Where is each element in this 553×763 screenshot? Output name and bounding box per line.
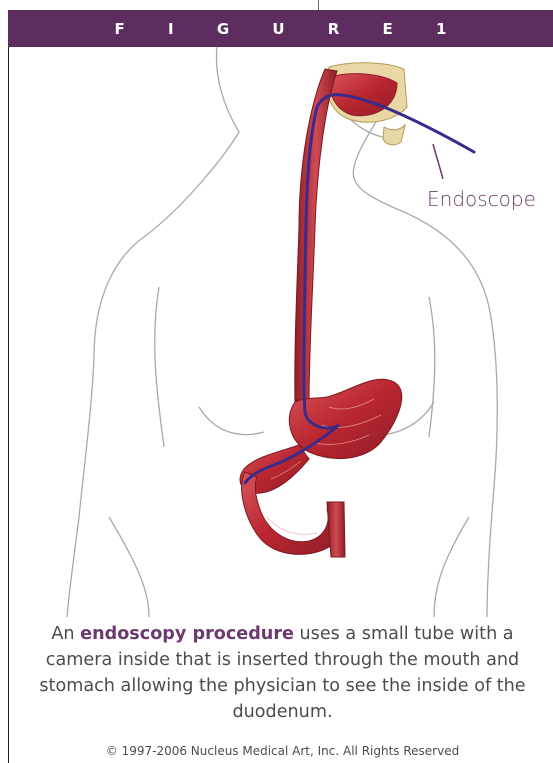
body-outline <box>67 47 497 617</box>
top-tick-mark <box>318 0 319 10</box>
esophagus <box>295 69 337 407</box>
figure-caption: An endoscopy procedure uses a small tube… <box>20 621 545 725</box>
figure-header: F I G U R E 1 <box>8 10 553 47</box>
caption-emphasis: endoscopy procedure <box>80 624 294 644</box>
mouth-cross-section <box>326 63 407 145</box>
endoscope-label: Endoscope <box>427 187 536 211</box>
endoscope-leader-line <box>433 144 443 179</box>
copyright-notice: © 1997-2006 Nucleus Medical Art, Inc. Al… <box>20 744 545 758</box>
figure-title: F I G U R E 1 <box>96 20 466 38</box>
endoscopy-illustration <box>9 47 553 617</box>
caption-intro: An <box>51 624 80 644</box>
